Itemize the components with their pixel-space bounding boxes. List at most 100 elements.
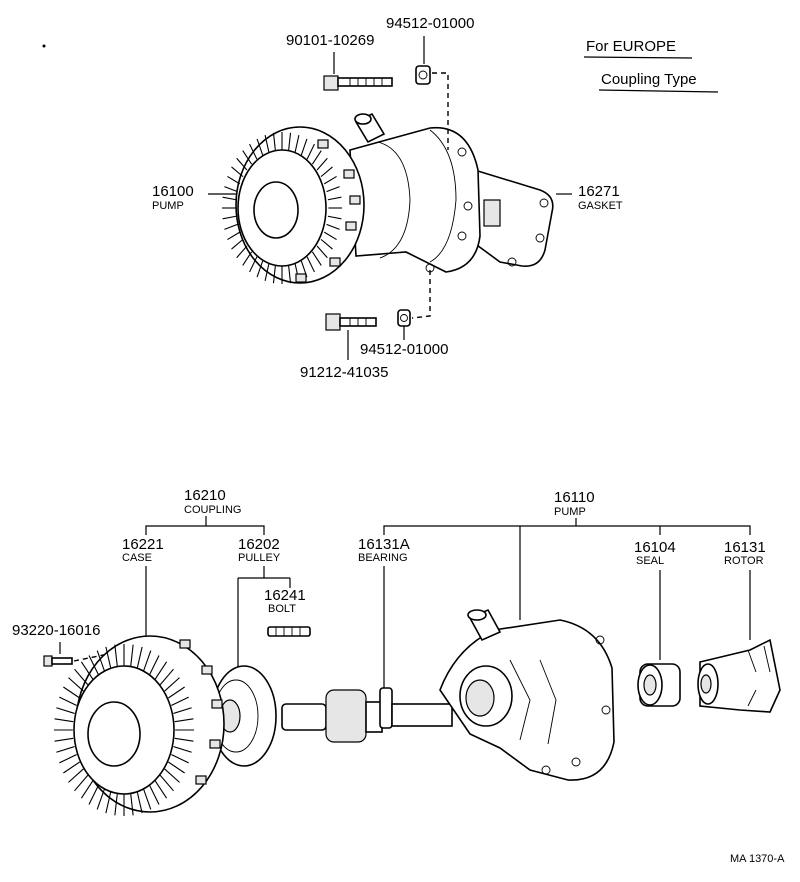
fan-fin (316, 245, 328, 259)
fan-coupling-icon (222, 126, 365, 284)
bolt-icon (267, 626, 311, 637)
water-pump-icon (349, 112, 481, 273)
callout-bolt-bottom-number: 91212-41035 (300, 364, 388, 381)
lower-assembly: 16210 COUPLING 16221 CASE 16202 PULLEY 1… (12, 487, 781, 816)
fan-fin (56, 707, 75, 714)
callout-pump-name: PUMP (152, 200, 184, 212)
fan-fin (222, 215, 237, 220)
water-pump-icon (439, 608, 615, 781)
header: For EUROPE Coupling Type (583, 38, 719, 93)
bolt-icon (43, 655, 73, 667)
fan-fin (327, 215, 342, 220)
fan-fin (272, 132, 276, 151)
fan-fin (149, 655, 160, 675)
fan-fin (326, 186, 340, 193)
fan-fin (56, 746, 75, 753)
pulley-name: PULLEY (238, 552, 281, 564)
fan-fin (256, 138, 264, 156)
fan-fin (294, 134, 300, 153)
callout-nut-bottom-number: 94512-01000 (360, 341, 448, 358)
fan-fin (288, 265, 292, 284)
stray-dot (42, 44, 46, 48)
fan-fin (88, 785, 99, 805)
fan-fin (136, 646, 143, 669)
fan-fin (236, 157, 248, 171)
fan-fin (164, 768, 180, 783)
fan-fin (320, 238, 333, 250)
bolt-name: BOLT (268, 603, 296, 615)
rotor-number: 16131 (724, 539, 766, 556)
rotor-impeller-icon (697, 638, 781, 713)
callout-gasket-name: GASKET (578, 200, 623, 212)
fan-fin (256, 260, 264, 278)
fan-fin (59, 696, 77, 707)
fan-fin (174, 737, 194, 742)
fan-fin (143, 788, 152, 810)
fan-fin (300, 138, 308, 156)
fan-fin (54, 737, 74, 742)
fan-fin (63, 686, 80, 699)
fan-fin (231, 166, 244, 178)
fan-fin (164, 677, 180, 692)
bearing-name: BEARING (358, 552, 408, 564)
fan-fin (323, 175, 337, 185)
fan-fin (242, 251, 253, 266)
fan-fin (68, 768, 84, 783)
fan-fin (96, 650, 105, 672)
callout-bolt-top-number: 90101-10269 (286, 32, 374, 49)
fan-coupling-icon (54, 635, 225, 816)
header-variant-underline (598, 89, 719, 93)
fan-fin (105, 646, 112, 669)
bearing-number: 16131A (358, 536, 410, 553)
pump-number: 16110 (554, 489, 595, 506)
rotor-name: ROTOR (724, 555, 764, 567)
fan-fin (311, 251, 322, 266)
fan-fin (171, 753, 189, 764)
fan-fin (68, 677, 84, 692)
fan-fin (59, 753, 77, 764)
callout-nut-top-number: 94512-01000 (386, 15, 474, 32)
fan-fin (326, 223, 340, 230)
fan-fin (320, 166, 333, 178)
coupling-bracket (145, 516, 265, 535)
bolt-icon (325, 313, 377, 331)
header-variant: Coupling Type (601, 71, 697, 88)
fan-fin (264, 134, 270, 153)
fan-fin (168, 686, 185, 699)
seal-name: SEAL (636, 555, 664, 567)
fan-fin (168, 761, 185, 774)
fan-fin (249, 256, 258, 273)
fan-fin (63, 761, 80, 774)
fan-fin (227, 175, 241, 185)
leader-pulley-bolt (237, 566, 291, 680)
fan-fin (264, 263, 270, 282)
fan-fin (114, 793, 118, 816)
fan-fin (227, 231, 241, 241)
dash-nut-top (432, 72, 449, 150)
fan-fin (105, 791, 112, 814)
fan-fin (114, 644, 118, 667)
fan-fin (149, 785, 160, 805)
fan-fin (130, 793, 134, 816)
fan-fin (306, 256, 315, 273)
fan-fin (173, 707, 192, 714)
fan-fin (96, 788, 105, 810)
header-region-underline (583, 56, 693, 59)
case-name: CASE (122, 552, 152, 564)
callout-pump-number: 16100 (152, 183, 194, 200)
fan-fin (316, 157, 328, 171)
fan-fin (306, 143, 315, 160)
fan-fin (80, 780, 94, 799)
nut-icon (415, 65, 431, 85)
fan-fin (323, 231, 337, 241)
case-number: 16221 (122, 536, 164, 553)
footer-code: MA 1370-A (730, 853, 785, 865)
fan-fin (74, 774, 89, 792)
seal-number: 16104 (634, 539, 676, 556)
gasket-plate-icon (467, 166, 554, 267)
fan-fin (174, 718, 194, 723)
fan-fin (143, 650, 152, 672)
pulley-icon (211, 665, 277, 767)
fan-fin (224, 223, 238, 230)
pump-name: PUMP (554, 506, 586, 518)
